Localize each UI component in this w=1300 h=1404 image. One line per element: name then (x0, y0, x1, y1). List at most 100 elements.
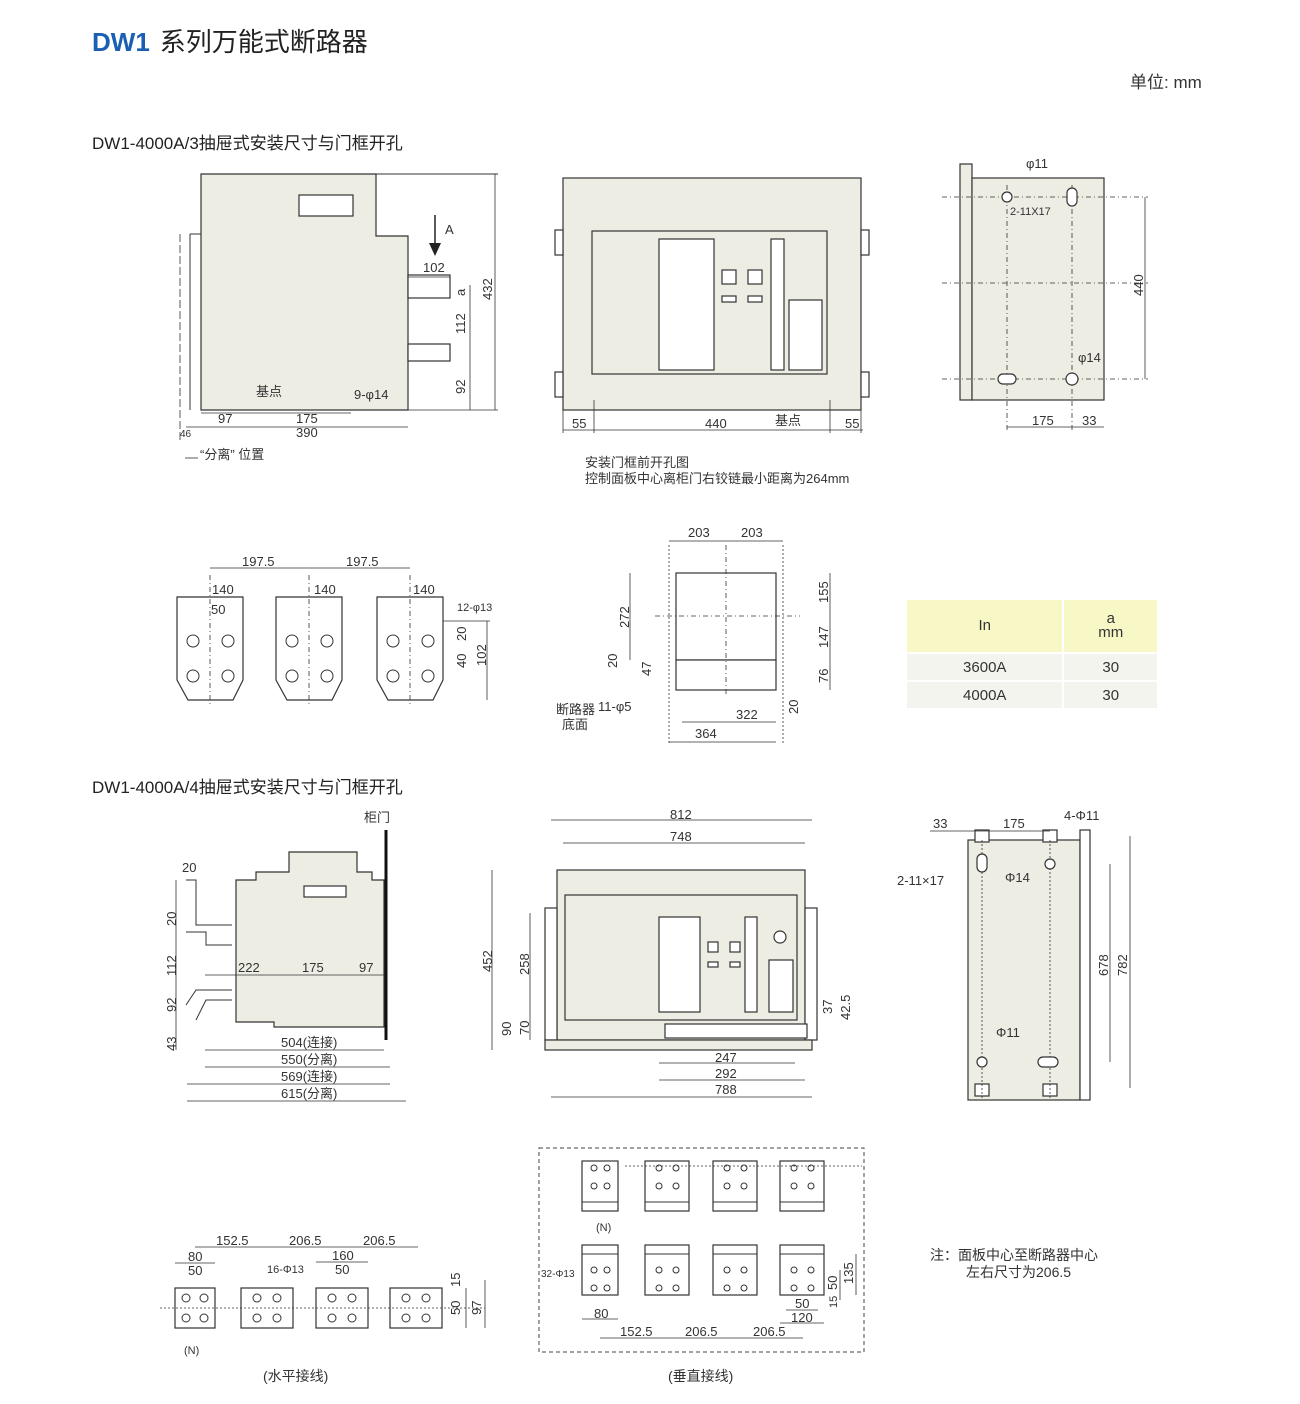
drawing-vertical-wiring: (N) 32-Φ13 80 152.5 206.5 206.5 50 120 1… (538, 1147, 865, 1384)
dim-label: 50 (825, 1276, 840, 1290)
caption: 安装门框前开孔图 (585, 455, 689, 470)
unit-label: 单位: mm (1130, 73, 1202, 92)
dim-label: 55 (572, 416, 586, 431)
page-title: DW1 系列万能式断路器 (92, 22, 368, 59)
dim-label: 175 (296, 411, 318, 426)
dim-label: 440 (705, 416, 727, 431)
dim-label: 135 (841, 1262, 856, 1284)
dim-label: 569(连接) (281, 1069, 337, 1084)
cell-in: 3600A (907, 654, 1063, 680)
dim-label: 206.5 (363, 1233, 396, 1248)
dim-label: 152.5 (216, 1233, 249, 1248)
dim-label: 175 (1003, 816, 1025, 831)
title-text: 系列万能式断路器 (159, 27, 368, 57)
drawing-3p-door-cutout: 203 203 272 155 147 76 20 47 20 322 364 … (556, 525, 831, 745)
note: 注：面板中心至断路器中心 左右尺寸为206.5 (930, 1247, 1098, 1281)
dim-label: 50 (211, 602, 225, 617)
dim-label: 175 (302, 960, 324, 975)
dim-label: 272 (617, 606, 632, 628)
table-row: 4000A 30 (907, 682, 1157, 708)
dim-label: 258 (517, 953, 532, 975)
dim-label: 15 (448, 1273, 463, 1287)
dim-label: 247 (715, 1050, 737, 1065)
dim-label: 788 (715, 1082, 737, 1097)
drawing-3p-side-view: A 102 a 112 92 432 基点 9-φ14 97 175 390 4… (179, 173, 498, 462)
dim-label: 15 (828, 1296, 840, 1308)
dim-label: 42.5 (838, 995, 853, 1020)
table-header-in: In (907, 600, 1063, 652)
note-line-2: 左右尺寸为206.5 (966, 1264, 1072, 1280)
dim-label: 203 (741, 525, 763, 540)
dim-label: 32-Φ13 (541, 1269, 575, 1280)
dim-label: 120 (791, 1310, 813, 1325)
dim-label: 43 (164, 1037, 179, 1051)
brand-name: DW1 (92, 27, 150, 57)
dim-label: 152.5 (620, 1324, 653, 1339)
dim-label: 2-11X17 (1010, 206, 1051, 218)
dim-label: 16-Φ13 (267, 1264, 304, 1276)
dim-label: 678 (1096, 954, 1111, 976)
dim-label: 20 (182, 860, 196, 875)
dim-label: 748 (670, 829, 692, 844)
dim-label: 160 (332, 1248, 354, 1263)
dim-label: 390 (296, 425, 318, 440)
dim-label: 155 (816, 581, 831, 603)
dim-label: 11-φ5 (598, 699, 631, 714)
dim-label: 140 (314, 582, 336, 597)
section-title-3p: DW1-4000A/3抽屉式安装尺寸与门框开孔 (92, 134, 403, 153)
dim-label: 33 (1082, 413, 1096, 428)
dim-label: 364 (695, 726, 717, 741)
drawing-horizontal-wiring: 152.5 206.5 206.5 80 160 50 16-Φ13 50 15… (160, 1233, 486, 1384)
caption: (水平接线) (263, 1368, 328, 1384)
dim-label: 197.5 (346, 554, 379, 569)
dim-label: 50 (448, 1301, 463, 1315)
dim-label: 322 (736, 707, 758, 722)
dim-label: 9-φ14 (354, 387, 388, 402)
dim-label: 37 (820, 1000, 835, 1014)
dim-label: 102 (474, 644, 489, 666)
dim-label: 33 (933, 816, 947, 831)
dim-label: 92 (453, 380, 468, 394)
dim-label: 80 (594, 1306, 608, 1321)
dim-label: 50 (335, 1262, 349, 1277)
dim-label: 102 (423, 260, 445, 275)
dim-label: (N) (596, 1222, 611, 1234)
dim-label: 812 (670, 807, 692, 822)
dim-label: a (453, 288, 468, 296)
dim-label: 80 (188, 1249, 202, 1264)
dim-label: 50 (795, 1296, 809, 1311)
dim-label: 20 (605, 654, 620, 668)
dim-label: 140 (212, 582, 234, 597)
dim-label: Φ11 (996, 1025, 1020, 1040)
cell-in: 4000A (907, 682, 1063, 708)
dim-label: 47 (639, 662, 654, 676)
caption: (垂直接线) (668, 1368, 733, 1384)
dim-label: 基点 (775, 413, 801, 428)
caption: 控制面板中心离柜门右铰链最小距离为264mm (585, 471, 849, 486)
dim-label: 90 (499, 1022, 514, 1036)
dim-label: 140 (413, 582, 435, 597)
dim-label: 4-Φ11 (1064, 808, 1099, 823)
dim-label: 203 (688, 525, 710, 540)
dim-label: 20 (786, 700, 801, 714)
dim-label: 440 (1131, 274, 1146, 296)
drawing-3p-mounting-holes: φ11 2-11X17 440 φ14 175 33 (942, 156, 1148, 430)
dim-label: 97 (359, 960, 373, 975)
dim-label: 底面 (562, 717, 588, 732)
dim-label: 206.5 (685, 1324, 718, 1339)
dim-label: 112 (164, 955, 179, 976)
dim-label: 12-φ13 (457, 602, 492, 614)
header-a-label: a (1106, 610, 1115, 627)
dim-label: 97 (218, 411, 232, 426)
cell-a: 30 (1064, 682, 1157, 708)
drawing-4p-front-view: 812 748 452 258 90 70 37 42.5 247 292 78… (480, 807, 853, 1098)
section-title-4p: DW1-4000A/4抽屉式安装尺寸与门框开孔 (92, 778, 403, 797)
drawing-3p-front-view: 55 440 基点 55 安装门框前开孔图 控制面板中心离柜门右铰链最小距离为2… (554, 177, 870, 486)
dim-label: 432 (480, 278, 495, 300)
dim-label: 基点 (256, 384, 282, 399)
dim-label: 197.5 (242, 554, 275, 569)
dim-label: (N) (184, 1345, 199, 1357)
header-a-unit: mm (1098, 624, 1124, 641)
dim-label: 20 (454, 627, 469, 641)
